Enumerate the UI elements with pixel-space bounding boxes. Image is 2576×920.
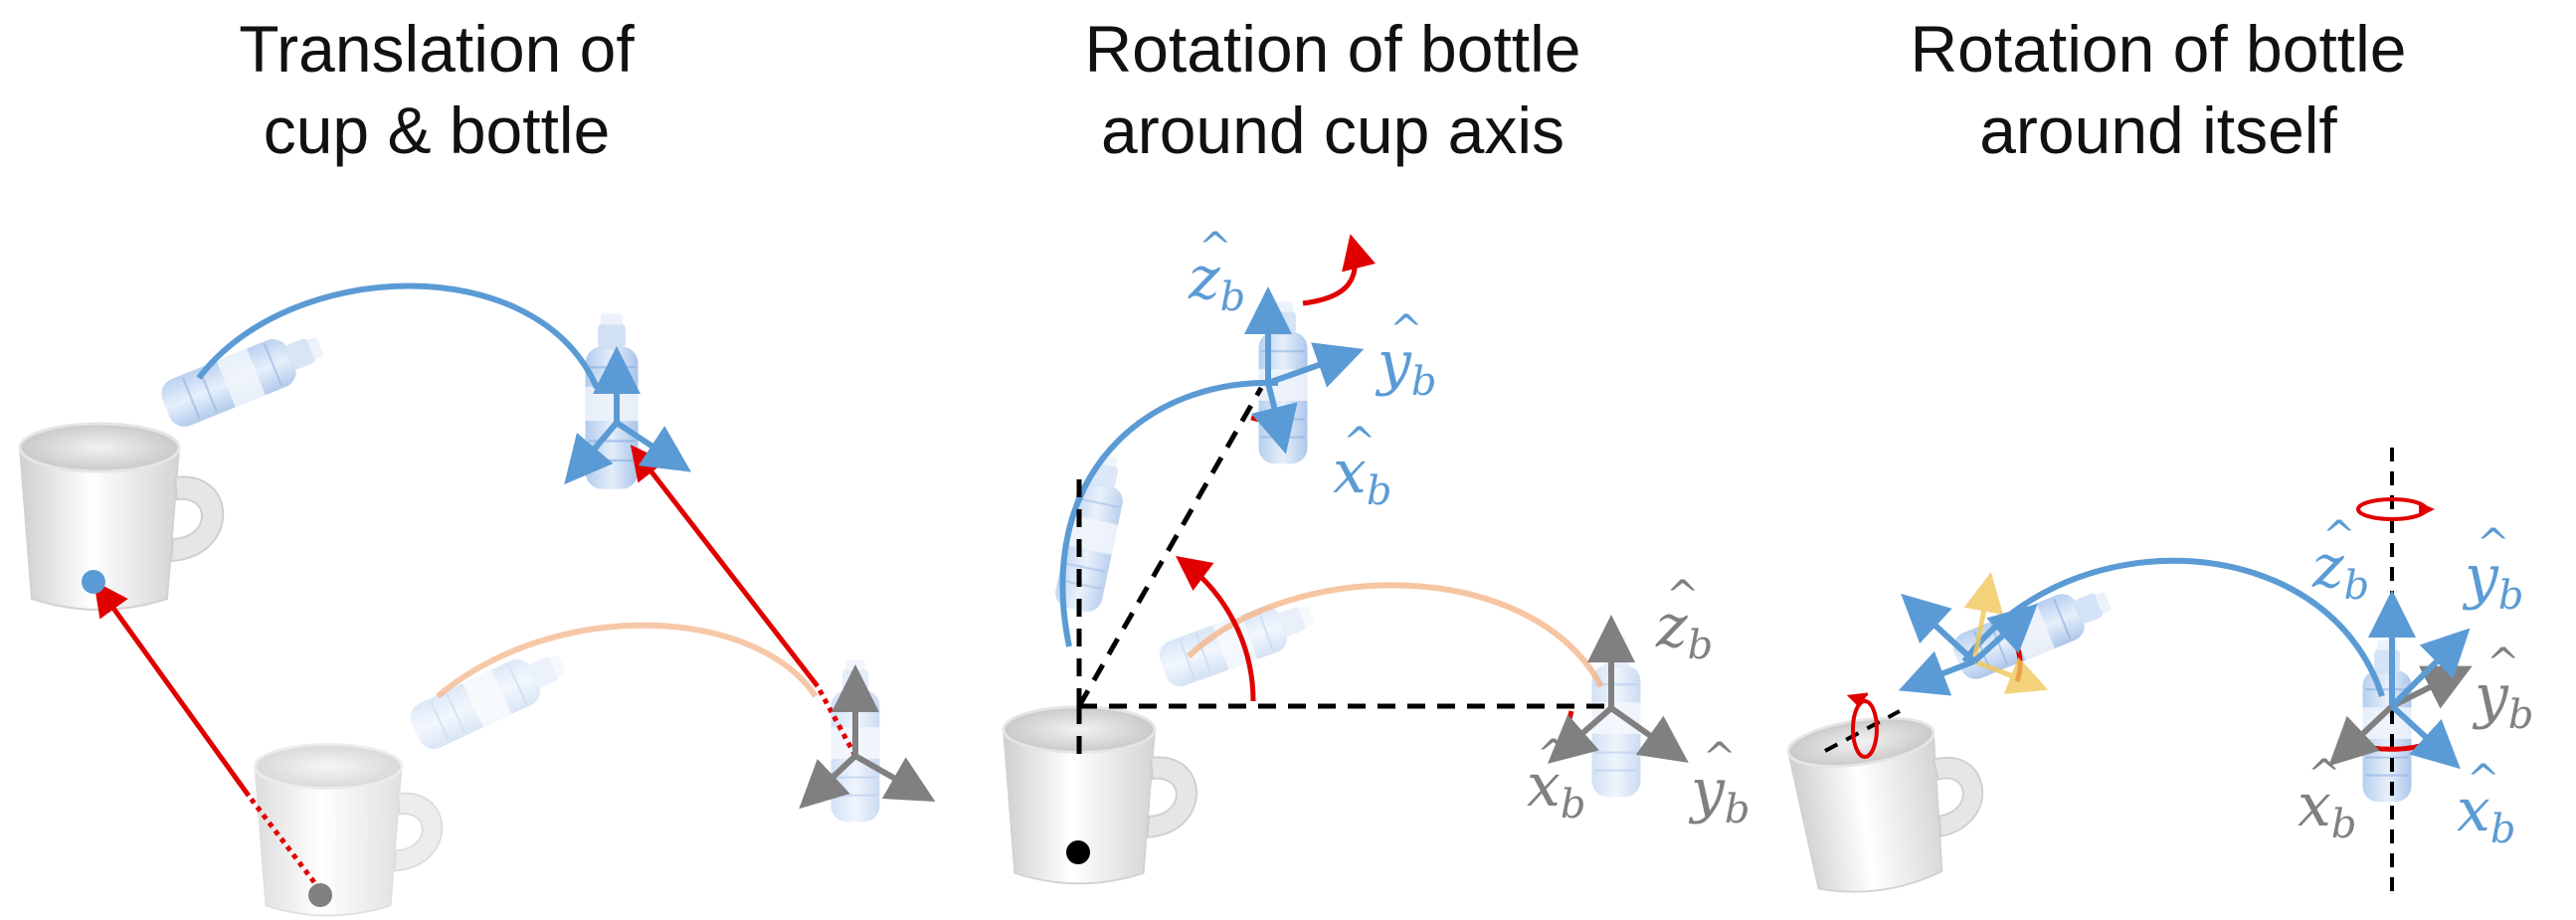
label-y-b-upright-blue: yb [2462, 542, 2524, 619]
panel-1-title: Translation of cup & bottle [59, 8, 815, 171]
label-z-b-upright: zb [2311, 532, 2369, 609]
rotation-indicator-top [1302, 234, 1377, 306]
orange-trajectory [436, 622, 819, 699]
bottle-translated [584, 312, 640, 490]
hat-z-rotated: ^ [1198, 225, 1232, 271]
hat-x-initial: ^ [1537, 732, 1570, 778]
panel-2-illustration: zb ^ yb ^ xb ^ zb ^ xb ^ yb ^ [1002, 225, 1750, 885]
bottle-translation-arrow [630, 445, 820, 688]
bottle-initial-tilted [1154, 591, 1321, 692]
panel-2-title-line-2: around cup axis [1101, 93, 1564, 167]
bottle-frame-initial [1547, 615, 1689, 764]
dashed-diagonal [1076, 386, 1264, 708]
panel-1-illustration [18, 282, 936, 917]
bottle-frame-initial [799, 664, 936, 810]
hat-z-upright: ^ [2322, 513, 2356, 559]
bottle-frame-translated [564, 346, 692, 485]
hat-x-upright-gray: ^ [2307, 752, 2341, 798]
label-z-b-rotated: zb [1188, 244, 1245, 320]
label-y-b-rotated: yb [1375, 328, 1437, 405]
hat-y-initial: ^ [1703, 735, 1737, 781]
label-x-b-rotated: xb [1333, 438, 1391, 514]
hat-z-initial: ^ [1666, 573, 1700, 619]
label-x-b-upright-blue: xb [2457, 776, 2515, 852]
bottle-tilted [1947, 577, 2118, 685]
bottle-frame-upright-blue [2368, 590, 2471, 770]
cup-rotation-ellipse [1851, 699, 1879, 759]
panel-3-title-line-1: Rotation of bottle [1910, 12, 2407, 86]
angle-tick-initial [1564, 710, 1574, 732]
cup-target-point [82, 570, 105, 594]
orange-trajectory [1186, 582, 1604, 688]
label-x-b-initial: xb [1527, 751, 1585, 828]
cup-initial [254, 743, 444, 917]
panel-1-title-line-1: Translation of [239, 12, 635, 86]
bottle-translation-dotted [815, 684, 858, 758]
panel-3-illustration: zb ^ yb ^ yb ^ xb ^ xb ^ [1783, 448, 2534, 902]
hat-x-upright-blue: ^ [2467, 757, 2500, 803]
self-rotation-arrowhead [2419, 502, 2435, 517]
cup [1002, 705, 1198, 885]
label-z-b-initial: zb [1655, 592, 1713, 668]
cup-rotation-arrowhead [1846, 692, 1869, 708]
hat-x-rotated: ^ [1343, 420, 1377, 465]
panel-2-title: Rotation of bottle around cup axis [955, 8, 1711, 171]
bottle-initial-tilted [404, 640, 574, 756]
panel-3-title-line-2: around itself [1979, 93, 2337, 167]
hat-y-upright-gray: ^ [2486, 641, 2520, 686]
label-x-b-upright-gray: xb [2298, 771, 2356, 847]
blue-trajectory [1059, 379, 1279, 647]
panel-2-title-line-1: Rotation of bottle [1084, 12, 1581, 86]
cup [1783, 703, 1996, 902]
bottle-frame-tilted [1898, 593, 2038, 696]
bottle-frame-yellow [1963, 572, 2049, 694]
panel-1-title-line-2: cup & bottle [263, 93, 611, 167]
rotation-around-cup-arc [1176, 555, 1256, 702]
hat-y-upright-blue: ^ [2477, 521, 2510, 567]
cup-translated [18, 422, 225, 612]
label-y-b-upright-gray: yb [2472, 661, 2534, 738]
panel-3-title: Rotation of bottle around itself [1780, 8, 2536, 171]
cup-translation-arrow [93, 580, 252, 798]
blue-trajectory [196, 282, 600, 390]
hat-y-rotated: ^ [1389, 307, 1423, 353]
cup-origin-point [308, 883, 332, 907]
label-y-b-initial: yb [1688, 756, 1750, 832]
cup-origin-point [1066, 840, 1090, 864]
bottle-frame-rotated [1244, 286, 1365, 455]
